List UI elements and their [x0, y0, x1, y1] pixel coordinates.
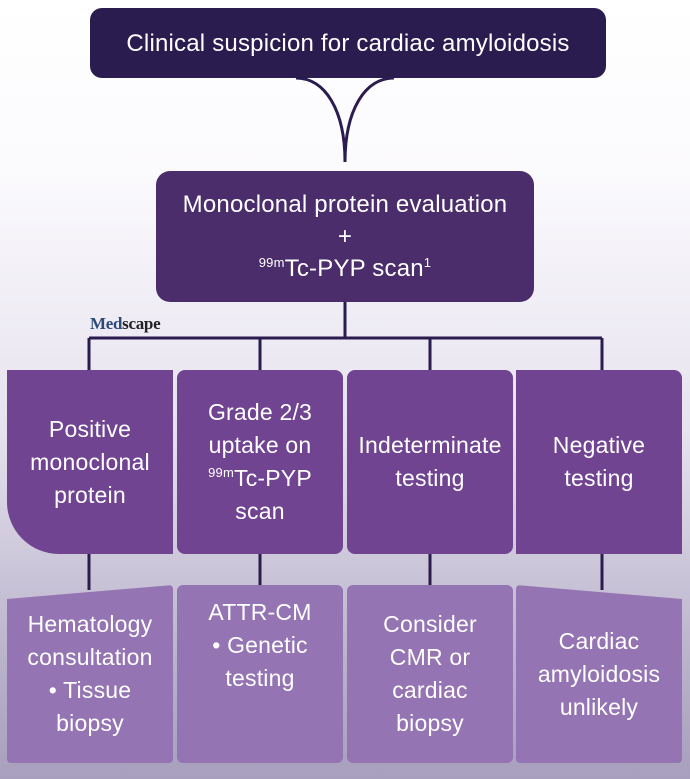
col3-line-2: testing [395, 465, 465, 491]
positive-monoclonal-box: Positive monoclonal protein [7, 370, 173, 554]
curved-connector [295, 76, 395, 163]
col1-line-3: protein [54, 481, 126, 508]
consider-cmr-box: Consider CMR or cardiac biopsy [347, 585, 513, 763]
res3-line-2: CMR or [389, 644, 471, 670]
col2-isotope-superscript: 99m [208, 465, 234, 480]
col2-line-2: uptake on [208, 432, 312, 458]
isotope-superscript: 99m [258, 254, 285, 270]
grade-uptake-box: Grade 2/3 uptake on 99mTc-PYP scan [177, 370, 343, 554]
evaluation-line-2: + [337, 222, 353, 250]
col1-line-2: monoclonal [30, 448, 150, 475]
col3-line-1: Indeterminate [358, 432, 502, 458]
clinical-suspicion-label: Clinical suspicion for cardiac amyloidos… [126, 29, 570, 57]
hematology-box: Hematology consultation • Tissue biopsy [7, 585, 173, 763]
evaluation-box: Monoclonal protein evaluation + 99mTc-PY… [156, 171, 534, 302]
col2-line-1: Grade 2/3 [207, 399, 313, 425]
res4-line-2: amyloidosis [537, 660, 661, 687]
col2-line-3: 99mTc-PYP [208, 465, 312, 491]
res3-line-4: biopsy [396, 710, 464, 736]
col4-line-1: Negative [552, 432, 646, 458]
clinical-suspicion-box: Clinical suspicion for cardiac amyloidos… [90, 8, 606, 78]
evaluation-line-1: Monoclonal protein evaluation [182, 190, 508, 218]
col2-line-4: scan [235, 498, 285, 524]
evaluation-line-3: 99mTc-PYP scan1 [258, 254, 432, 282]
res2-line-3: testing [225, 664, 295, 691]
res1-line-1: Hematology [27, 611, 153, 637]
res3-line-1: Consider [383, 611, 477, 637]
cardiac-unlikely-box: Cardiac amyloidosis unlikely [516, 585, 682, 763]
res1-line-3: • Tissue [48, 677, 132, 703]
res1-line-4: biopsy [56, 710, 124, 736]
res2-line-1: ATTR-CM [208, 598, 312, 625]
res4-line-1: Cardiac [558, 627, 640, 654]
indeterminate-box: Indeterminate testing [347, 370, 513, 554]
res3-line-3: cardiac [392, 677, 468, 703]
attr-cm-box: ATTR-CM • Genetic testing [177, 585, 343, 763]
col4-line-2: testing [564, 465, 634, 491]
col1-line-1: Positive [48, 415, 132, 442]
footnote-marker: 1 [423, 254, 432, 270]
res4-line-3: unlikely [559, 693, 639, 720]
medscape-logo: Medscape [90, 314, 161, 333]
negative-box: Negative testing [516, 370, 682, 554]
res1-line-2: consultation [27, 644, 153, 670]
res2-line-2: • Genetic [212, 631, 308, 658]
